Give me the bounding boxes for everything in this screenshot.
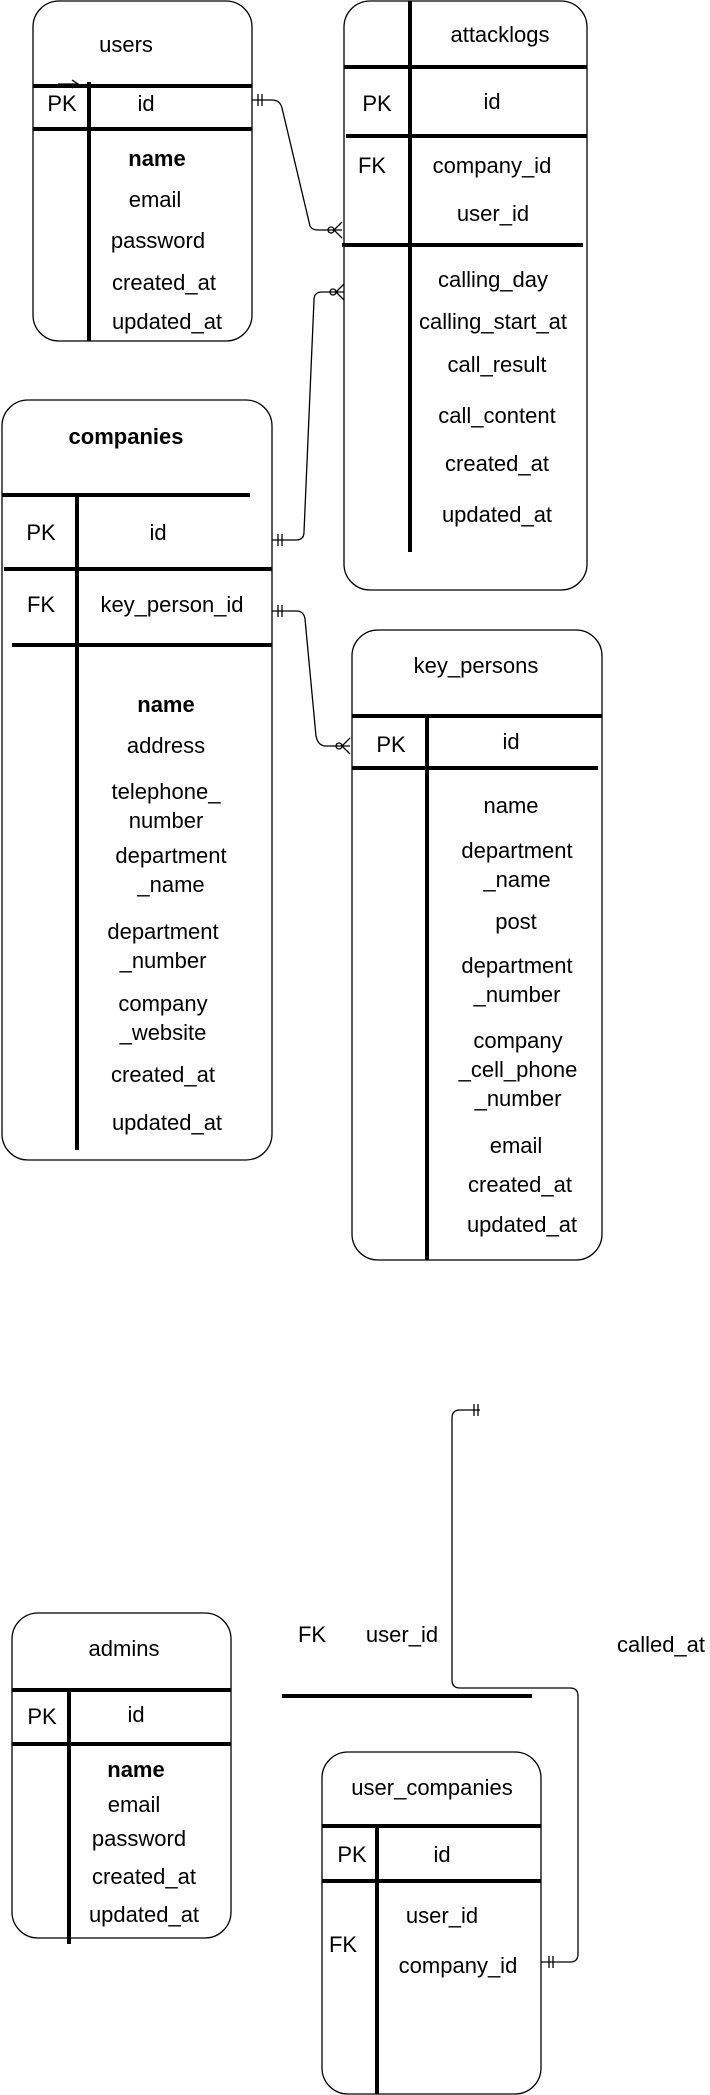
attacklogs-fk-field-user-id: user_id — [457, 201, 529, 226]
table-companies[interactable]: companies PK id FK key_person_id name ad… — [1, 399, 273, 1161]
table-admins-title: admins — [89, 1636, 160, 1661]
key-persons-pk-key: PK — [376, 732, 406, 757]
key-persons-field-name: name — [483, 793, 538, 818]
rel-users-attacklogs[interactable] — [252, 94, 343, 239]
users-field-name: name — [128, 146, 185, 171]
companies-fk-key: FK — [27, 592, 55, 617]
table-companies-title: companies — [69, 424, 184, 449]
companies-field-name: name — [137, 692, 194, 717]
table-users[interactable]: users PK id name email password created_… — [32, 0, 253, 342]
attacklogs-field-calling-start-at: calling_start_at — [419, 309, 567, 334]
admins-pk-field: id — [127, 1702, 144, 1727]
table-attacklogs-title: attacklogs — [450, 22, 549, 47]
companies-fk-field: key_person_id — [100, 592, 243, 617]
companies-field-company-website: company_website — [118, 991, 207, 1045]
floating-fk-field: user_id — [366, 1622, 438, 1647]
table-users-title: users — [99, 32, 153, 57]
companies-field-address: address — [127, 733, 205, 758]
admins-field-email: email — [108, 1792, 161, 1817]
table-key-persons-title: key_persons — [414, 653, 539, 678]
admins-field-created-at: created_at — [92, 1864, 196, 1889]
user-companies-fk-key: FK — [329, 1932, 357, 1957]
users-field-created-at: created_at — [112, 270, 216, 295]
users-field-email: email — [129, 187, 182, 212]
rel-user-companies-company[interactable] — [451, 1404, 579, 1968]
key-persons-field-created-at: created_at — [468, 1172, 572, 1197]
table-user-companies[interactable]: user_companies PK id FK user_id company_… — [321, 1751, 542, 2095]
floating-called-at-label: called_at — [617, 1632, 705, 1657]
attacklogs-fk-field-company-id: company_id — [433, 153, 552, 178]
users-pk-arrow-icon — [58, 79, 81, 89]
users-field-updated-at: updated_at — [112, 309, 222, 334]
floating-fk-key: FK — [298, 1622, 326, 1647]
attacklogs-field-created-at: created_at — [445, 451, 549, 476]
users-pk-field: id — [137, 91, 154, 116]
attacklogs-pk-field: id — [483, 89, 500, 114]
key-persons-field-email: email — [490, 1133, 543, 1158]
key-persons-field-department-number: department_number — [461, 953, 572, 1007]
attacklogs-field-calling-day: calling_day — [438, 267, 548, 292]
admins-field-name: name — [107, 1757, 164, 1782]
companies-field-telephone-number: telephone_number — [112, 779, 222, 833]
key-persons-field-department-name: department_name — [461, 838, 572, 892]
attacklogs-field-call-content: call_content — [438, 403, 555, 428]
attacklogs-pk-key: PK — [362, 91, 392, 116]
key-persons-pk-field: id — [502, 729, 519, 754]
table-user-companies-title: user_companies — [351, 1775, 512, 1800]
companies-pk-field: id — [149, 520, 166, 545]
attacklogs-field-call-result: call_result — [447, 352, 546, 377]
companies-field-department-number: department_number — [107, 919, 218, 973]
companies-field-updated-at: updated_at — [112, 1110, 222, 1135]
user-companies-field-company-id: company_id — [399, 1953, 518, 1978]
table-key-persons[interactable]: key_persons PK id name department_name p… — [351, 629, 603, 1261]
companies-field-created-at: created_at — [111, 1062, 215, 1087]
rel-companies-attacklogs[interactable] — [272, 283, 345, 546]
companies-field-department-name: department_name — [115, 843, 226, 897]
key-persons-field-updated-at: updated_at — [467, 1212, 577, 1237]
users-pk-key: PK — [47, 91, 77, 116]
attacklogs-fk-key: FK — [358, 153, 386, 178]
floating-fk-row: FK user_id — [282, 1622, 532, 1698]
admins-pk-key: PK — [27, 1704, 57, 1729]
user-companies-field-user-id: user_id — [406, 1903, 478, 1928]
companies-pk-key: PK — [26, 520, 56, 545]
attacklogs-field-updated-at: updated_at — [442, 502, 552, 527]
key-persons-field-post: post — [495, 909, 537, 934]
table-attacklogs[interactable]: attacklogs PK id FK company_id user_id c… — [342, 0, 588, 591]
table-admins[interactable]: admins PK id name email password created… — [11, 1612, 232, 1944]
key-persons-field-company-cell-phone-number: company_cell_phone_number — [458, 1028, 578, 1111]
admins-field-password: password — [92, 1826, 186, 1851]
admins-field-updated-at: updated_at — [89, 1902, 199, 1927]
users-field-password: password — [111, 228, 205, 253]
rel-companies-key-persons[interactable] — [272, 605, 351, 755]
user-companies-pk-field: id — [433, 1842, 450, 1867]
user-companies-pk-key: PK — [337, 1842, 367, 1867]
